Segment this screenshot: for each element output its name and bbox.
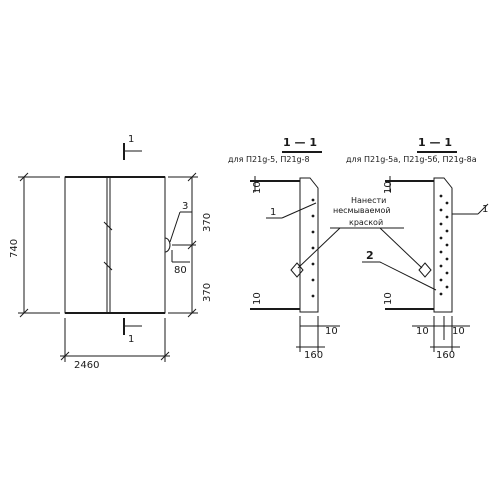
section-mark-bottom: 1 — [128, 334, 134, 345]
section-a-title: 1 — 1 — [283, 136, 317, 149]
section-b-bottom-dim: 10 — [383, 292, 394, 305]
section-a-slab — [299, 177, 319, 313]
section-b-slab — [433, 177, 453, 313]
section-a-bottom-dim: 10 — [252, 292, 263, 305]
note-line-2: несмываемой — [333, 206, 391, 215]
plan-lower-dim: 370 — [202, 283, 213, 302]
section-b-studs — [439, 194, 449, 296]
dim-tick — [160, 351, 170, 361]
callout-leader-2 — [477, 203, 489, 215]
section-a-top-dim: 10 — [252, 181, 263, 194]
marking-diamond-icon — [290, 262, 304, 278]
section-b-gap-right: 10 — [452, 326, 465, 337]
plan-joint-mark-2 — [103, 261, 113, 271]
section-a: 1 — 1 для П21g-5, П21g-8 10 10 10 160 — [228, 136, 340, 361]
note-leader-b — [379, 227, 423, 269]
plan-width-dim: 2460 — [74, 360, 99, 371]
lifting-loop-icon — [164, 237, 171, 253]
dim-tick — [187, 172, 197, 182]
section-a-width-dim: 160 — [304, 350, 323, 361]
note-block: Нанести несмываемой краской — [297, 196, 423, 269]
plan-view: 1 1 740 2460 370 370 80 — [9, 134, 213, 371]
note-line-1: Нанести — [351, 196, 386, 205]
callout-leader — [281, 202, 317, 219]
section-b-subtitle: для П21g-5a, П21g-5б, П21g-8a — [346, 155, 477, 164]
marking-diamond-icon — [418, 262, 432, 278]
section-b-callout-2: 2 — [366, 249, 374, 262]
plan-upper-dim: 370 — [202, 213, 213, 232]
section-b-callout-1: 1 — [482, 204, 488, 215]
note-leader-a — [297, 227, 341, 269]
plan-offset-dim: 80 — [174, 265, 187, 276]
plan-height-dim: 740 — [9, 239, 20, 258]
dim-tick — [187, 308, 197, 318]
plan-callout: 3 — [182, 201, 188, 212]
callout-leader — [379, 261, 437, 291]
plan-outline — [64, 176, 166, 314]
section-b-gap-left: 10 — [416, 326, 429, 337]
section-a-gap-dim: 10 — [325, 326, 338, 337]
section-a-studs — [311, 198, 315, 298]
dim-tick — [19, 308, 29, 318]
note-line-3: краской — [349, 218, 383, 227]
callout-leader — [169, 211, 181, 243]
plan-joint-mark — [103, 221, 113, 231]
section-a-callout: 1 — [270, 207, 276, 218]
section-b: 1 — 1 для П21g-5a, П21g-5б, П21g-8a 10 1… — [346, 136, 488, 361]
section-a-subtitle: для П21g-5, П21g-8 — [228, 155, 310, 164]
section-b-top-dim: 10 — [383, 181, 394, 194]
dim-tick — [19, 172, 29, 182]
section-mark-top: 1 — [128, 134, 134, 145]
section-b-title: 1 — 1 — [418, 136, 452, 149]
section-b-width-dim: 160 — [436, 350, 455, 361]
dim-tick — [60, 351, 70, 361]
